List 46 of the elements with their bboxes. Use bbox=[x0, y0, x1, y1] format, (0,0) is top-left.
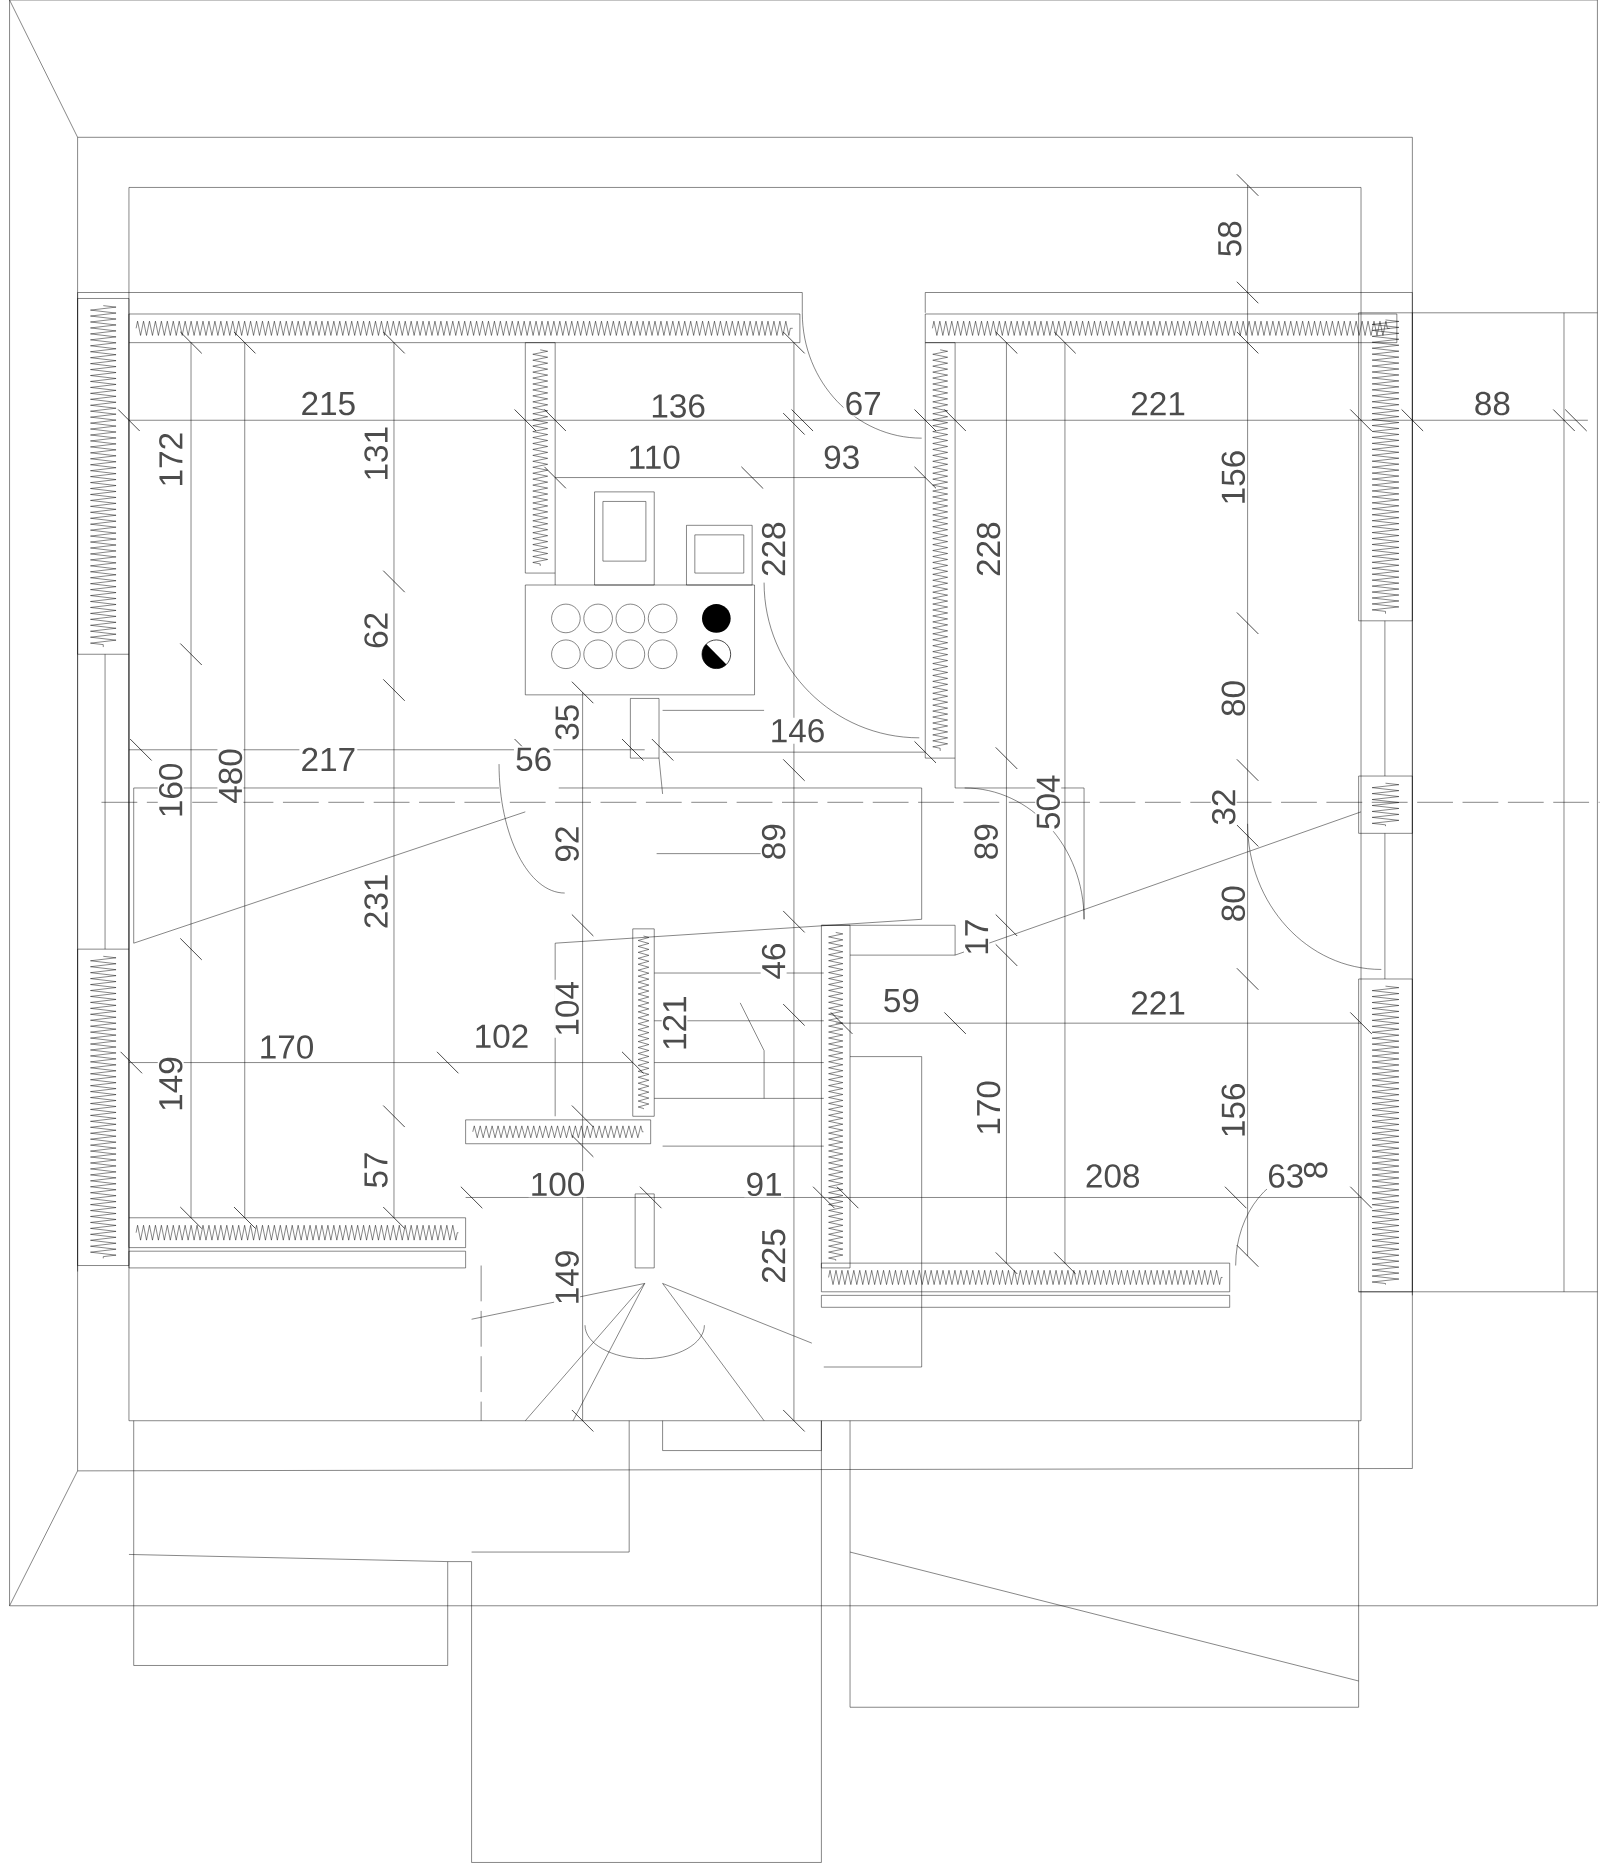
dimension-label: 88 bbox=[1472, 390, 1513, 417]
dimension-label: 59 bbox=[881, 987, 922, 1014]
dimension-label: 225 bbox=[760, 1227, 787, 1285]
dimension-label: 217 bbox=[299, 746, 358, 773]
dimension-label: 91 bbox=[744, 1171, 784, 1198]
dimension-label: 57 bbox=[363, 1150, 389, 1190]
dimension-label: 228 bbox=[760, 520, 787, 579]
dimension-label: 208 bbox=[1083, 1163, 1142, 1189]
dimension-label: 156 bbox=[1220, 448, 1247, 507]
dimension-label: 46 bbox=[760, 941, 787, 981]
dimension-label: 110 bbox=[626, 444, 683, 471]
dimension-label: 58 bbox=[1216, 219, 1243, 259]
dimension-label: 93 bbox=[822, 444, 862, 471]
dimension-label: 149 bbox=[554, 1248, 581, 1307]
dimension-label: 32 bbox=[1210, 787, 1237, 827]
dimension-label: 504 bbox=[1035, 773, 1062, 832]
dimension-label: 56 bbox=[514, 746, 554, 773]
dimension-label: 67 bbox=[843, 390, 883, 417]
dimension-label: 136 bbox=[649, 392, 708, 419]
dimension-label: 228 bbox=[975, 520, 1002, 579]
dimension-label: 121 bbox=[661, 994, 688, 1053]
dimension-label: 92 bbox=[554, 824, 581, 864]
dimension-label: 156 bbox=[1220, 1081, 1247, 1140]
dimension-label: 480 bbox=[217, 747, 244, 805]
dimension-label: 170 bbox=[257, 1034, 316, 1061]
dimension-label: 170 bbox=[975, 1078, 1002, 1137]
dimension-label: 215 bbox=[299, 390, 358, 417]
dimension-label: 89 bbox=[973, 822, 1000, 862]
dimension-label: 172 bbox=[158, 430, 184, 489]
dimension-label: 146 bbox=[768, 717, 827, 744]
dimension-label: 221 bbox=[1129, 390, 1188, 417]
dimension-label: 62 bbox=[363, 610, 390, 651]
dimension-label: 89 bbox=[760, 822, 787, 862]
dimension-label: 104 bbox=[554, 979, 581, 1038]
dimension-label: 231 bbox=[363, 872, 390, 931]
dimension-label: 80 bbox=[1220, 678, 1247, 719]
dimension-label: 102 bbox=[472, 1023, 531, 1050]
dimension-label: 149 bbox=[157, 1055, 184, 1114]
dimension-label: 160 bbox=[157, 761, 184, 820]
dimension-label: 80 bbox=[1220, 884, 1247, 924]
dimension-label: 8 bbox=[1302, 1159, 1329, 1181]
dimension-label: 131 bbox=[363, 424, 390, 483]
dimension-label: 221 bbox=[1129, 990, 1188, 1016]
dimension-label: 17 bbox=[964, 917, 990, 957]
dimension-label: 100 bbox=[528, 1171, 587, 1198]
dimension-label: 35 bbox=[554, 702, 581, 742]
